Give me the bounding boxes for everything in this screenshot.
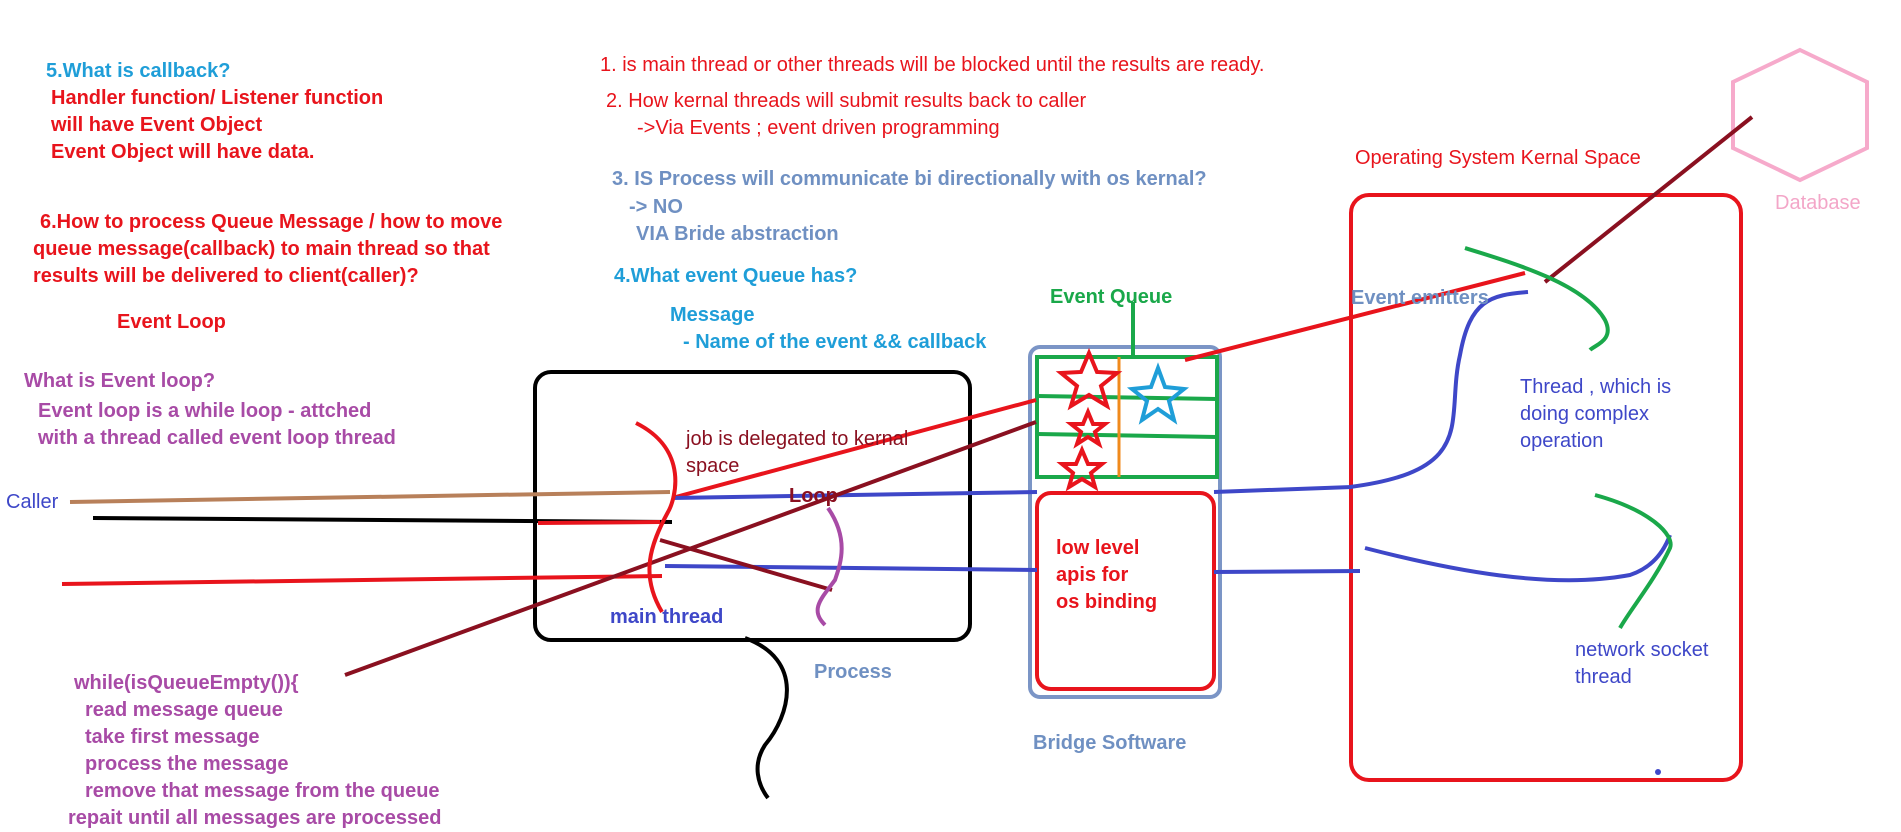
queue-to-kernel-line bbox=[1184, 271, 1526, 362]
kernel-green-curve-bottom bbox=[1594, 493, 1673, 629]
kernel-green-curve-top bbox=[1464, 246, 1610, 352]
blue-line-bottom bbox=[664, 564, 1038, 572]
delegation-line bbox=[671, 398, 1037, 500]
queue-stars-red bbox=[1055, 347, 1123, 492]
event-loop-line-1: Event loop is a while loop - attched bbox=[38, 400, 372, 422]
pseudocode-line-1: while(isQueueEmpty()){ bbox=[74, 672, 299, 694]
kernel-title: Operating System Kernal Space bbox=[1355, 147, 1641, 169]
event-loop-heading: What is Event loop? bbox=[24, 370, 216, 392]
question-3-line-1: -> NO bbox=[629, 196, 683, 218]
event-queue-grid bbox=[1035, 355, 1219, 479]
delegated-label: job is delegated to kernal space bbox=[686, 426, 908, 480]
bridge-apis-line-1: low level bbox=[1056, 537, 1140, 559]
red-inner-line bbox=[537, 520, 661, 525]
event-emitters-label: Event emitters bbox=[1351, 287, 1489, 309]
callback-line-1: Handler function/ Listener function bbox=[51, 87, 384, 109]
question-3-line-2: VIA Bride abstraction bbox=[636, 223, 839, 245]
queue-line-1: 6.How to process Queue Message / how to … bbox=[40, 211, 503, 233]
delegated-line-1: job is delegated to kernal bbox=[686, 428, 909, 450]
event-queue-label: Event Queue bbox=[1050, 286, 1173, 308]
thread-complex-label: Thread , which is doing complex operatio… bbox=[1520, 374, 1671, 455]
cross-line bbox=[659, 538, 833, 592]
callback-heading: 5.What is callback? bbox=[46, 60, 231, 82]
question-2-heading: 2. How kernal threads will submit result… bbox=[606, 90, 1087, 112]
event-loop-answer: Event loop is a while loop - attched wit… bbox=[38, 398, 396, 452]
pseudocode-line-2: read message queue bbox=[85, 699, 283, 721]
main-thread-label: main thread bbox=[610, 606, 724, 628]
question-1: 1. is main thread or other threads will … bbox=[600, 54, 1265, 76]
database-hexagon bbox=[1731, 47, 1869, 183]
loop-curve bbox=[815, 506, 844, 627]
kernel-blue-curve-bottom bbox=[1364, 534, 1672, 583]
kernel-blue-curve-top bbox=[1349, 290, 1529, 489]
event-loop-title: Event Loop bbox=[117, 311, 226, 333]
queue-question: 6.How to process Queue Message / how to … bbox=[33, 209, 502, 290]
pseudocode-block: while(isQueueEmpty()){ read message queu… bbox=[68, 670, 442, 832]
question-2-answer: ->Via Events ; event driven programming bbox=[637, 117, 1000, 139]
red-bracket-curve bbox=[635, 421, 678, 614]
question-3-heading: 3. IS Process will communicate bi direct… bbox=[612, 168, 1207, 190]
kernel-dot bbox=[1655, 769, 1661, 775]
message-heading: Message bbox=[670, 304, 755, 326]
queue-line-2: queue message(callback) to main thread s… bbox=[33, 238, 490, 260]
pseudocode-line-3: take first message bbox=[85, 726, 260, 748]
network-thread-line-2: thread bbox=[1575, 666, 1632, 688]
pseudocode-line-6: repait until all messages are processed bbox=[68, 807, 442, 829]
bridge-box bbox=[1028, 345, 1222, 699]
pseudocode-line-5: remove that message from the queue bbox=[85, 780, 440, 802]
pseudocode-line-4: process the message bbox=[85, 753, 289, 775]
network-thread-label: network socket thread bbox=[1575, 637, 1708, 691]
database-label: Database bbox=[1775, 192, 1861, 214]
bridge-apis-label: low level apis for os binding bbox=[1056, 535, 1157, 616]
blue-line-bridge-right-2 bbox=[1213, 569, 1361, 574]
callback-answer: Handler function/ Listener function will… bbox=[51, 85, 383, 166]
loop-label: Loop bbox=[789, 485, 838, 507]
black-tail-curve bbox=[744, 636, 789, 800]
bridge-apis-line-2: apis for bbox=[1056, 564, 1129, 586]
bridge-apis-line-3: os binding bbox=[1056, 591, 1158, 613]
caller-label: Caller bbox=[6, 491, 59, 513]
caller-line bbox=[69, 490, 671, 504]
bridge-label: Bridge Software bbox=[1033, 732, 1187, 754]
thread-complex-line-2: doing complex bbox=[1520, 403, 1649, 425]
blue-line-bridge-right bbox=[1213, 485, 1353, 494]
question-4: 4.What event Queue has? bbox=[614, 265, 858, 287]
network-thread-line-1: network socket bbox=[1575, 639, 1709, 661]
delegated-line-2: space bbox=[686, 455, 740, 477]
red-input-line bbox=[61, 574, 663, 586]
callback-line-3: Event Object will have data. bbox=[51, 141, 315, 163]
kernel-to-database-line bbox=[1543, 115, 1754, 284]
process-label: Process bbox=[814, 661, 892, 683]
queue-star-blue bbox=[1126, 362, 1190, 425]
callback-line-2: will have Event Object bbox=[51, 114, 263, 136]
thread-complex-line-3: operation bbox=[1520, 430, 1604, 452]
blue-line-top bbox=[671, 490, 1038, 500]
queue-line-3: results will be delivered to client(call… bbox=[33, 265, 419, 287]
event-loop-line-2: with a thread called event loop thread bbox=[38, 427, 396, 449]
message-detail: - Name of the event && callback bbox=[683, 331, 987, 353]
thread-complex-line-1: Thread , which is bbox=[1520, 376, 1672, 398]
low-level-apis-box bbox=[1035, 491, 1216, 691]
